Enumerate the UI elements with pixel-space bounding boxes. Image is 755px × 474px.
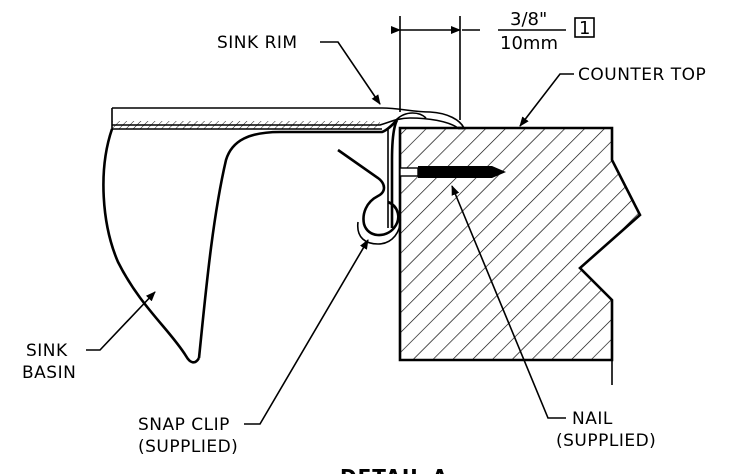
rim-return-lip	[387, 119, 399, 228]
leader-snap-clip	[244, 239, 369, 425]
label-nail: NAIL	[572, 409, 613, 429]
dimension-imperial: 3/8"	[510, 9, 547, 30]
label-nail-note: (SUPPLIED)	[556, 431, 656, 451]
leader-sink-rim	[320, 41, 381, 105]
snap-clip	[337, 112, 427, 245]
leader-counter-top	[519, 73, 574, 127]
nail	[399, 166, 506, 178]
sink-basin	[102, 119, 398, 364]
label-sink-rim: SINK RIM	[217, 33, 298, 53]
label-snap-clip-note: (SUPPLIED)	[138, 437, 238, 457]
leader-nail	[451, 185, 566, 419]
detail-title: DETAIL A	[340, 465, 448, 474]
label-sink: SINK	[26, 341, 68, 361]
rim-overhang-dimension	[391, 16, 480, 120]
dimension-metric: 10mm	[500, 33, 558, 54]
label-basin: BASIN	[22, 363, 76, 383]
note-number: 1	[579, 18, 590, 39]
label-snap-clip: SNAP CLIP	[138, 415, 230, 435]
note-number-box	[574, 17, 595, 38]
label-counter-top: COUNTER TOP	[578, 65, 706, 85]
leader-sink-basin	[86, 291, 156, 351]
sink-rim	[111, 107, 465, 130]
